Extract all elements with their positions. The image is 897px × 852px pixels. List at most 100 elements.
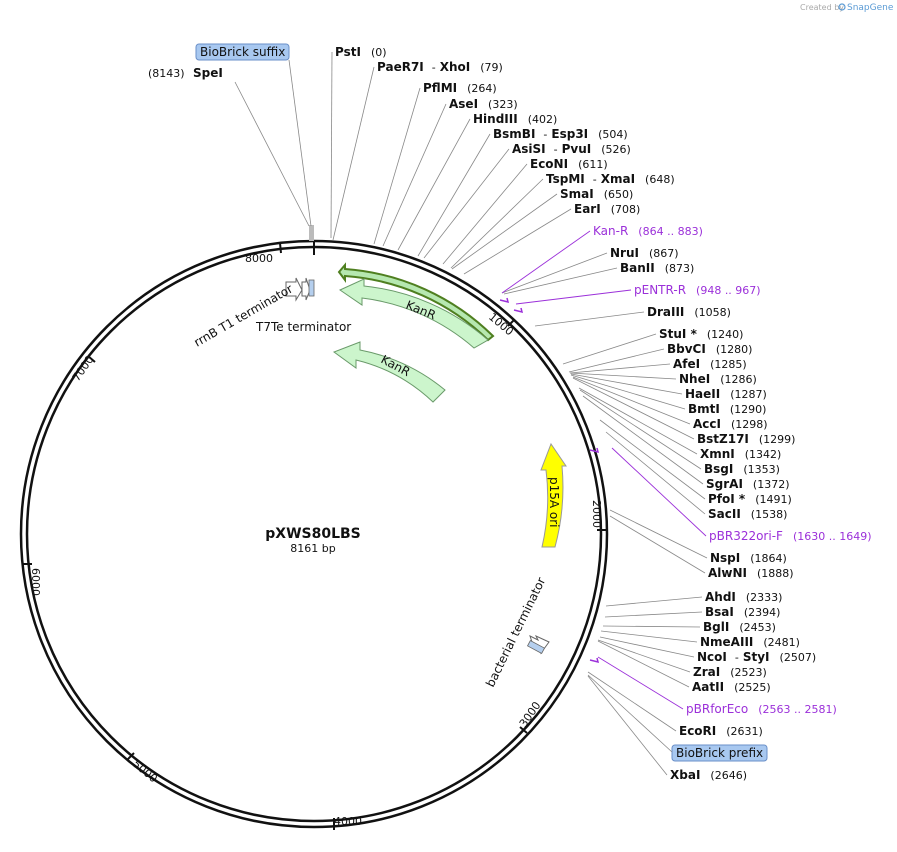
biobrick-prefix-box [671, 744, 768, 762]
site-label: BsaI(2394) [705, 605, 780, 619]
site-label: EcoNI (611) [530, 157, 608, 171]
snapgene-brand-text: SnapGene [847, 3, 894, 13]
site-name: XmnI [700, 447, 735, 461]
primer-label: pBR322ori-F (1630 .. 1649) [709, 529, 872, 543]
site-leader [503, 267, 618, 295]
plasmid-size: 8161 bp [290, 542, 335, 555]
site-position: (1372) [753, 478, 790, 491]
site-leader [382, 103, 447, 247]
site-label: BanII(873) [620, 261, 694, 275]
site-label: AatII(2525) [692, 680, 771, 694]
primer-name: pBR322ori-F [709, 529, 783, 543]
site-leader [600, 630, 698, 643]
site-name: SacII [708, 507, 741, 521]
site-label: EarI(708) [574, 202, 640, 216]
rrnb-terminator-arrow [285, 277, 303, 302]
site-name: AhdI [705, 590, 736, 604]
site-position: (1298) [731, 418, 768, 431]
site-name: XbaI [670, 768, 700, 782]
site-name: StuI * [659, 327, 698, 341]
site-leader [570, 373, 683, 395]
site-pos-spei: (8143) [148, 67, 185, 80]
site-position: (2525) [734, 681, 771, 694]
bacterial-terminator-box [526, 640, 546, 654]
primer-label: pENTR-R(948 .. 967) [634, 283, 761, 297]
site-name: BsgI [704, 462, 733, 476]
tick-mark-5000 [126, 752, 135, 761]
site-separator: - [543, 128, 547, 141]
site-position: (1299) [759, 433, 796, 446]
site-label: PfoI *(1491) [708, 492, 792, 506]
kanr-inner-arrow [332, 341, 446, 403]
site-leader [572, 377, 695, 440]
site-leader [569, 372, 677, 380]
site-name: HindIII [473, 112, 518, 126]
site-position: (650) [604, 188, 634, 201]
site-label: NruI(867) [610, 246, 679, 260]
site-label: BmtI(1290) [688, 402, 766, 416]
site-position: (873) [665, 262, 695, 275]
site-name: PflMI [423, 81, 457, 95]
site-position: (867) [649, 247, 679, 260]
kanr-outer-arrow [338, 278, 489, 349]
site-leader [332, 66, 375, 241]
site-name: BbvCI [667, 342, 706, 356]
site-leader [501, 252, 608, 294]
site-separator: - [593, 173, 597, 186]
site-leader [605, 431, 706, 515]
site-label: SgrAI (1372) [706, 477, 789, 491]
site-label: AccI(1298) [693, 417, 768, 431]
primer-label: Kan-R(864 .. 883) [593, 224, 703, 238]
primer-name: Kan-R [593, 224, 628, 238]
site-name: NspI [710, 551, 740, 565]
site-leader [609, 515, 706, 574]
t7te-terminator-arrow [301, 277, 311, 301]
biobrick-prefix-label: BioBrick prefix [676, 746, 763, 760]
site-leader [572, 376, 691, 425]
site-leader [587, 675, 668, 776]
primer-position: (1630 .. 1649) [793, 530, 872, 543]
site-leader [451, 193, 558, 270]
primer-marker [589, 447, 600, 454]
primer-name: pBRforEco [686, 702, 748, 716]
primer-sites: Kan-R(864 .. 883) pENTR-R(948 .. 967) pBR3… [499, 224, 872, 716]
site-leader [570, 374, 686, 410]
tick-mark-7000 [87, 355, 96, 363]
site-leader [569, 363, 671, 374]
site-position: (1353) [743, 463, 780, 476]
site-position: (611) [578, 158, 608, 171]
site-label: XmnI(1342) [700, 447, 781, 461]
biobrick-suffix-box [195, 43, 290, 61]
site-label: NheI(1286) [679, 372, 757, 386]
tick-label-7000: 7000 [70, 353, 97, 383]
site-position: (1491) [755, 493, 792, 506]
site-name: HaeII [685, 387, 720, 401]
site-leader [599, 419, 706, 500]
site-position: (2453) [739, 621, 776, 634]
site-name-alt: XmaI [601, 172, 635, 186]
site-leader-spei [234, 81, 310, 227]
site-position: (402) [528, 113, 558, 126]
site-position: (504) [598, 128, 628, 141]
site-name: EcoNI [530, 157, 568, 171]
site-leader [604, 611, 703, 618]
tick-label-2000: 2000 [590, 500, 603, 528]
site-name: BsaI [705, 605, 734, 619]
tick-label-3000: 3000 [517, 699, 544, 729]
site-name-alt: PvuI [562, 142, 592, 156]
primer-leader [501, 230, 591, 294]
primer-marker [499, 297, 510, 304]
biobrick-prefix-leader [587, 674, 673, 753]
primer-marker [589, 657, 600, 664]
tick-mark-1000 [507, 319, 515, 327]
site-leader [609, 509, 708, 559]
site-name: SgrAI [706, 477, 743, 491]
site-name: TspMI [546, 172, 585, 186]
site-label: DraIII(1058) [647, 305, 731, 319]
site-leader [417, 133, 491, 257]
site-label: NspI(1864) [710, 551, 787, 565]
site-position: (2631) [726, 725, 763, 738]
site-label: XbaI(2646) [670, 768, 747, 782]
site-name: EarI [574, 202, 601, 216]
